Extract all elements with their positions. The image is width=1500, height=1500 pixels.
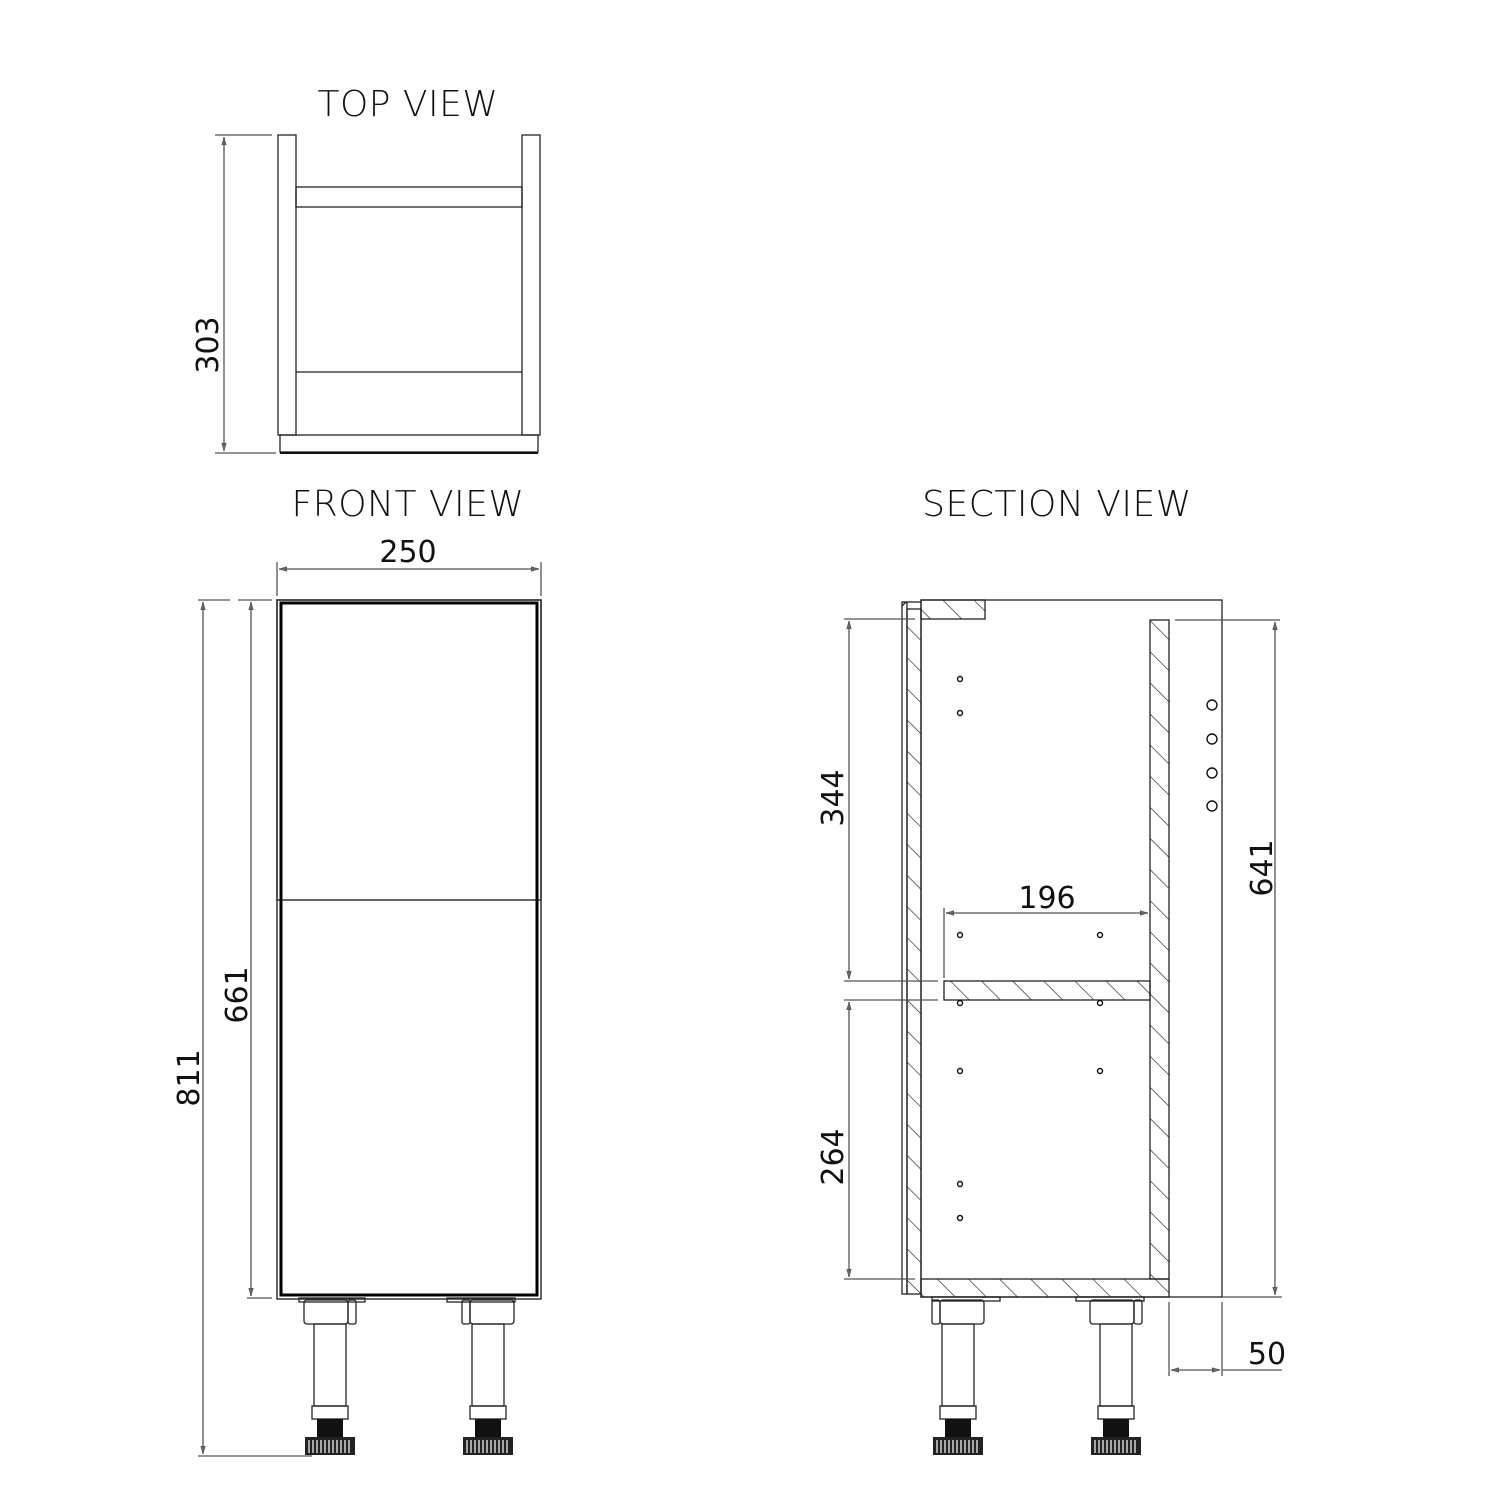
front-cabinet-body [276,599,542,1300]
top-right-panel [521,134,541,436]
front-leg-right [446,1297,516,1455]
section-shelf [943,980,1151,1001]
dimension-264: 264 [816,1128,851,1185]
front-door [279,601,539,1297]
section-view: SECTION VIEW [816,484,1286,1455]
section-back-panel [1149,619,1170,1280]
section-view-title: SECTION VIEW [922,484,1192,525]
section-door-edge [901,601,908,1295]
dimension-661: 661 [220,966,255,1023]
section-side-panel-outline [920,599,1223,1298]
section-leg-front [931,1296,1001,1455]
front-view: FRONT VIEW 250 661 811 [172,484,542,1457]
dimension-641: 641 [1245,839,1280,896]
dimension-303: 303 [191,316,226,373]
dimension-250: 250 [379,535,436,570]
section-bottom-panel [920,1278,1170,1298]
dimension-196: 196 [1018,881,1075,916]
top-left-panel [277,134,297,436]
section-door [906,608,922,1295]
dimension-50: 50 [1248,1337,1286,1372]
top-view-title: TOP VIEW [317,84,498,125]
dimension-811: 811 [172,1049,207,1106]
front-view-title: FRONT VIEW [291,484,524,525]
dimension-344: 344 [816,769,851,826]
top-door [279,434,539,453]
shelf-pin-holes [956,675,1104,1222]
section-top-rail [920,599,986,620]
side-panel-holes [1206,699,1218,812]
section-leg-back [1075,1296,1145,1455]
top-back-rail [295,186,523,208]
top-view: TOP VIEW 303 [191,84,541,454]
front-leg-left [298,1297,366,1455]
